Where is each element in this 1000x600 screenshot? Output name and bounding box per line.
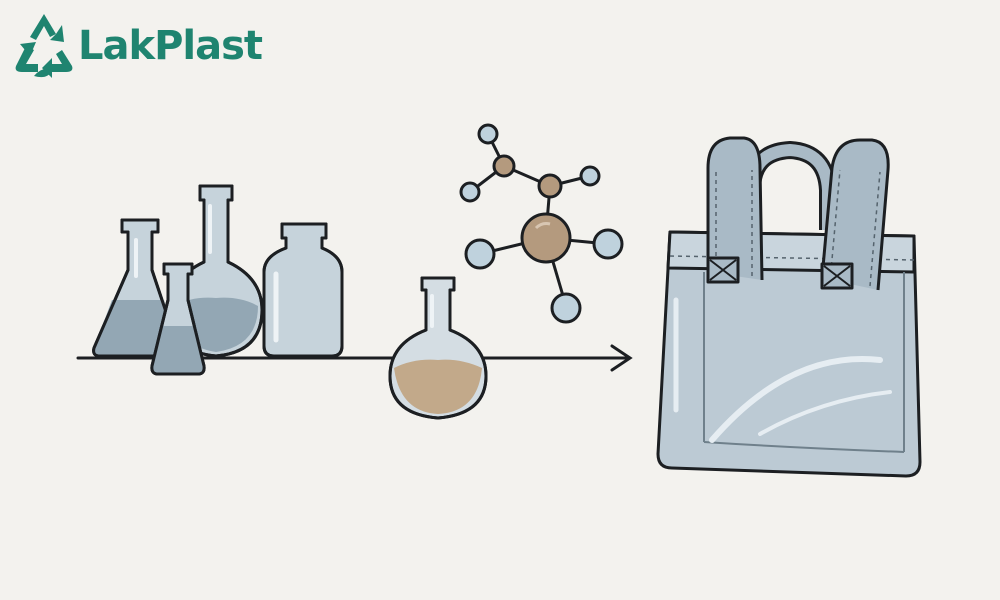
- glass-bottle: [262, 222, 344, 358]
- molecule-icon: [459, 123, 624, 324]
- recycle-arrows-icon: [15, 14, 73, 78]
- brand-name: LakPlast: [78, 23, 263, 69]
- brand-logo: LakPlast: [12, 8, 272, 84]
- lab-glassware-icon: [92, 184, 344, 376]
- round-bottom-flask-icon: [388, 276, 488, 420]
- plastic-bag-icon: [656, 136, 922, 478]
- small-conical-flask: [150, 262, 206, 376]
